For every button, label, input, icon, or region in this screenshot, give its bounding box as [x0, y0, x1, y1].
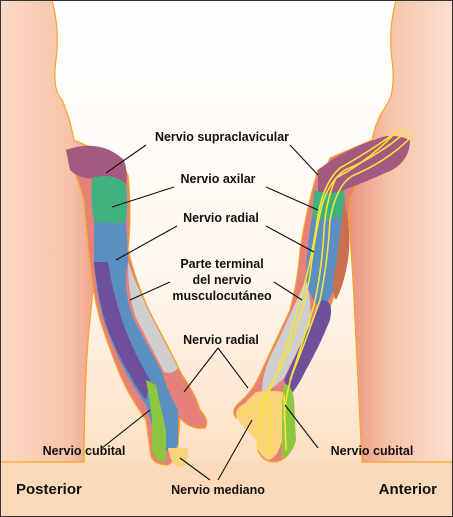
- floor-band: [0, 462, 453, 517]
- label-anterior: Anterior: [379, 481, 438, 498]
- anterior-axilar-zone: [312, 190, 345, 220]
- label-musculocutaneo-line2: del nervio: [192, 273, 251, 287]
- posterior-musculocutaneo-zone: [128, 262, 178, 373]
- anterior-medial-zone: [333, 200, 350, 300]
- anterior-antebrachial-zone: [284, 300, 331, 395]
- label-nervio-cubital-left: Nervio cubital: [43, 444, 126, 458]
- leader-lines: [101, 144, 319, 481]
- anterior-supraclavicular-zone: [318, 135, 410, 196]
- label-nervio-mediano: Nervio mediano: [171, 483, 265, 497]
- posterior-mediano-zone: [168, 448, 189, 468]
- anterior-nerve-lines: [239, 127, 415, 455]
- label-nervio-supraclavicular: Nervio supraclavicular: [155, 130, 289, 144]
- label-musculocutaneo-line1: Parte terminal: [180, 257, 263, 271]
- posterior-cubital-zone: [146, 380, 166, 462]
- label-musculocutaneo-line3: musculocutáneo: [172, 289, 272, 303]
- label-nervio-radial-upper: Nervio radial: [183, 211, 259, 225]
- posterior-axilar-zone: [91, 176, 127, 223]
- label-posterior: Posterior: [16, 481, 82, 498]
- label-nervio-cubital-right: Nervio cubital: [331, 444, 414, 458]
- label-nervio-axilar: Nervio axilar: [180, 172, 255, 186]
- label-nervio-radial-lower: Nervio radial: [183, 333, 259, 347]
- posterior-antebrachial-zone: [94, 262, 150, 400]
- posterior-supraclavicular-zone: [66, 145, 127, 185]
